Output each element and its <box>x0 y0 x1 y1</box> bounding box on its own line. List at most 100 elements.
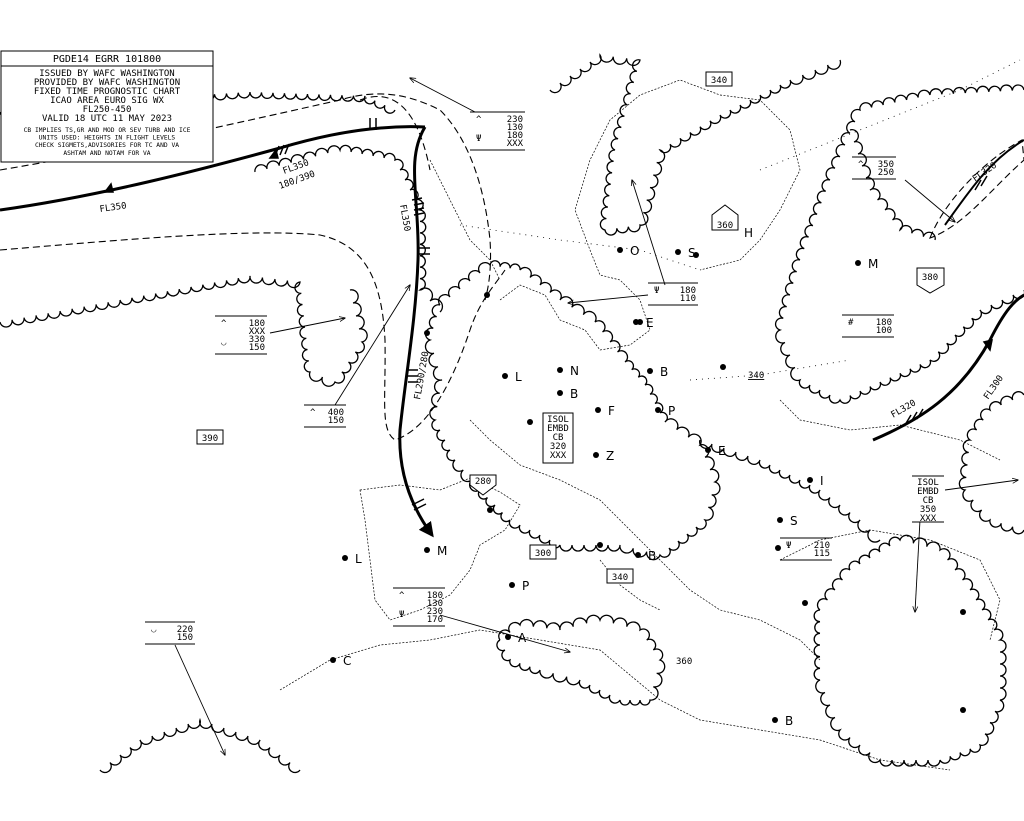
hazard-value: 180 <box>680 286 696 296</box>
city-marker: M <box>424 544 447 558</box>
city-label: E <box>646 316 654 330</box>
city-dot <box>597 542 603 548</box>
city-marker: Z <box>593 449 614 463</box>
header-line: PROVIDED BY WAFC WASHINGTON <box>34 78 180 88</box>
city-dot <box>960 707 966 713</box>
header-line: CB IMPLIES TS,GR AND MOD OR SEV TURB AND… <box>24 127 191 134</box>
cb-box-line: EMBD <box>547 424 569 434</box>
city-marker: B <box>772 714 793 728</box>
tropopause-heights: 340 390 300 340 280 380 360 H 340 360 <box>196 71 945 667</box>
chart-id: PGDE14 EGRR 101800 <box>53 54 161 65</box>
city-label: L <box>355 552 362 566</box>
cb-area <box>849 129 936 241</box>
hazard-value: 180 <box>876 318 892 328</box>
city-marker: O <box>617 244 639 258</box>
hazard-value: 110 <box>680 294 696 304</box>
city-label: I <box>820 474 824 488</box>
jet-label: FL320 <box>971 161 999 185</box>
city-dot <box>855 260 861 266</box>
cb-cloud-areas <box>0 53 1024 774</box>
jet-label: FL350 <box>99 201 127 215</box>
city-dot <box>595 407 601 413</box>
city-label: Z <box>606 449 614 463</box>
city-label: B <box>648 549 656 563</box>
city-marker: B <box>635 549 656 563</box>
header-line: FL250-450 <box>83 105 132 115</box>
city-dot <box>807 477 813 483</box>
city-dot <box>637 319 643 325</box>
hazard-value: 180 <box>249 319 265 329</box>
jet-streams <box>0 125 1024 538</box>
city-dot <box>775 545 781 551</box>
city-label: P <box>668 404 675 418</box>
city-dot <box>772 717 778 723</box>
icing-icon: Ψ <box>399 610 404 620</box>
city-marker: P <box>655 404 675 418</box>
city-dot <box>527 419 533 425</box>
city-dot <box>802 600 808 606</box>
hazard-value: 170 <box>427 615 443 625</box>
tropopause-box: 340 <box>612 573 628 583</box>
city-dot <box>720 364 726 370</box>
city-dot <box>635 552 641 558</box>
city-dot <box>509 582 515 588</box>
pointer-arrows <box>174 78 1018 755</box>
city-label: B <box>785 714 793 728</box>
hazard-value: 330 <box>249 335 265 345</box>
city-dot <box>505 634 511 640</box>
hazard-value: 150 <box>249 343 265 353</box>
icing-icon: Ψ <box>476 134 481 144</box>
tropopause-box: 340 <box>711 76 727 86</box>
city-marker: L <box>502 370 522 384</box>
city-dot <box>693 252 699 258</box>
cb-area <box>813 534 1007 767</box>
hazard-value: 230 <box>427 607 443 617</box>
city-dot <box>342 555 348 561</box>
hazard-value: 350 <box>878 160 894 170</box>
hazard-value: 130 <box>427 599 443 609</box>
tropopause-box: 390 <box>202 434 218 444</box>
city-marker: N <box>557 364 579 378</box>
hazard-value: 400 <box>328 408 344 418</box>
city-dot <box>675 249 681 255</box>
cloud-icon: ◡ <box>221 338 227 348</box>
city-label: O <box>630 244 639 258</box>
city-label: E <box>718 444 726 458</box>
cb-box-line: 350 <box>920 505 936 515</box>
cloud-icon: ◡ <box>151 625 157 635</box>
city-marker: A <box>505 631 527 645</box>
city-marker: E <box>633 316 654 330</box>
city-marker: B <box>647 365 668 379</box>
city-marker: M <box>855 257 878 271</box>
city-dot <box>960 609 966 615</box>
cb-box-line: XXX <box>550 451 567 461</box>
turbulence-icon: ^ <box>858 160 864 170</box>
city-marker: L <box>342 552 362 566</box>
cb-area <box>496 614 666 706</box>
header-line: VALID 18 UTC 11 MAY 2023 <box>42 114 172 124</box>
cb-area <box>424 260 721 561</box>
cb-area <box>774 84 1024 404</box>
icing-icon: Ψ <box>654 286 659 296</box>
turbulence-icon: ^ <box>476 115 482 125</box>
hazard-value: 150 <box>177 633 193 643</box>
jet-label: FL350 <box>397 204 412 232</box>
city-label: B <box>660 365 668 379</box>
city-dot <box>647 368 653 374</box>
severe-icing-icon: # <box>848 318 854 328</box>
city-marker: E <box>705 444 726 458</box>
turbulence-icon: ^ <box>221 319 227 329</box>
hazard-value: XXX <box>249 327 266 337</box>
hazard-value: 210 <box>814 541 830 551</box>
city-dot <box>487 507 493 513</box>
city-dot <box>484 292 490 298</box>
city-marker: I <box>807 474 824 488</box>
